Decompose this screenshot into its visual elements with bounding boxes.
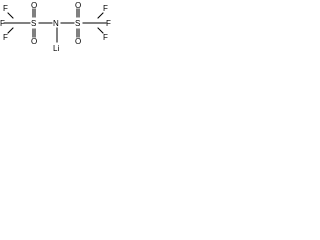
atom-o-left-bottom: O	[31, 37, 37, 46]
atom-o-right-bottom: O	[75, 37, 81, 46]
atom-s-right: S	[75, 19, 80, 28]
atom-n-center: N	[53, 19, 59, 28]
bonds	[3, 8, 107, 43]
lithium-triflimide-structure: F F F S O O N S O O F F F Li	[0, 1, 111, 53]
atom-f-right-side: F	[106, 19, 111, 28]
atom-li: Li	[53, 44, 59, 53]
atom-f-left-top: F	[3, 4, 8, 13]
atom-f-left-bottom: F	[3, 33, 8, 42]
atom-o-left-top: O	[31, 1, 37, 10]
bond-c-f-right-top	[97, 12, 104, 19]
bond-f-c-left-top	[7, 12, 14, 19]
bond-c-f-right-bottom	[97, 27, 104, 34]
structure-canvas: F F F S O O N S O O F F F Li	[0, 0, 113, 73]
bond-f-c-left-bottom	[7, 27, 14, 34]
atom-o-right-top: O	[75, 1, 81, 10]
atom-f-right-bottom: F	[103, 33, 108, 42]
atom-f-right-top: F	[103, 4, 108, 13]
atom-f-left-side: F	[0, 19, 5, 28]
atom-labels: F F F S O O N S O O F F F Li	[0, 1, 111, 53]
atom-s-left: S	[31, 19, 36, 28]
